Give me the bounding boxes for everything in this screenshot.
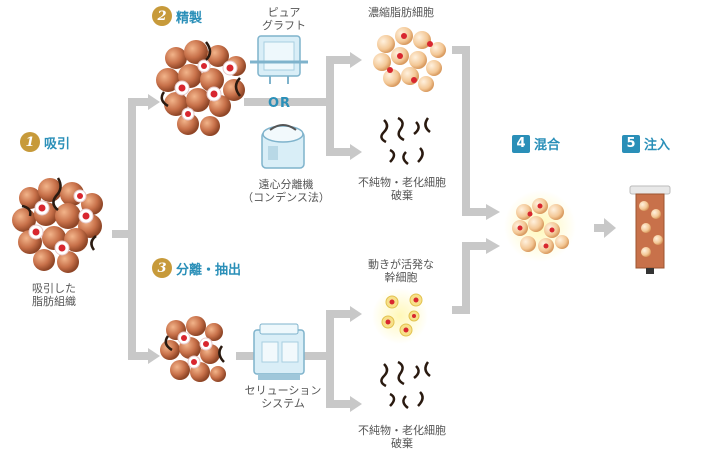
concentrated-fat-label: 濃縮脂肪細胞 [368,6,434,19]
pure-graft-device-icon [250,35,308,84]
step-3-number: 3 [152,258,172,278]
centrifuge-icon [261,124,305,169]
arrow-bottom-branch [326,310,350,408]
centrifuge-label: 遠心分離機 （コンデンス法） [242,178,330,204]
concentrated-fat-cells-icon [373,27,446,92]
step-5-label: 注入 [644,138,671,153]
step-4-label: 混合 [534,138,561,153]
step-1-aspiration: 1 吸引 [20,132,70,152]
or-label: OR [268,96,292,111]
impurities-top-icon [380,116,431,165]
arrow-top-branch [326,56,350,156]
arrow-split [112,98,148,360]
step-4-mixing: 4 混合 [512,134,560,153]
impurities-bottom-icon [380,360,431,409]
purified-fat-cluster-icon [156,40,246,136]
arrow-to-mix-bottom [452,242,486,314]
step-2-purification: 2 精製 [152,6,202,26]
step-3-separation: 3 分離・抽出 [152,258,241,278]
step-1-number: 1 [20,132,40,152]
extracted-fat-cluster-icon [160,316,226,382]
arrow-heads [148,52,616,412]
celution-system-label: セリューション システム [244,384,322,410]
celution-system-icon [253,323,305,380]
step-3-label: 分離・抽出 [176,262,242,278]
step-2-number: 2 [152,6,172,26]
active-stem-cells-icon [372,288,428,344]
impurities-top-label: 不純物・老化細胞 破棄 [358,176,446,202]
mixed-cells-icon [504,190,576,262]
step-4-number: 4 [512,134,530,153]
arrow-to-mix-top [452,46,486,216]
aspirated-fat-label: 吸引した 脂肪組織 [32,282,76,308]
injection-syringe-icon [629,185,671,274]
step-5-number: 5 [622,134,640,153]
pure-graft-label: ピュア グラフト [262,6,306,32]
step-1-label: 吸引 [44,136,71,152]
active-stem-cells-label: 動きが活発な 幹細胞 [368,258,434,284]
step-5-injection: 5 注入 [622,134,670,153]
aspirated-fat-cluster-icon [12,177,103,273]
impurities-bottom-label: 不純物・老化細胞 破棄 [358,424,446,450]
step-2-label: 精製 [176,10,203,26]
